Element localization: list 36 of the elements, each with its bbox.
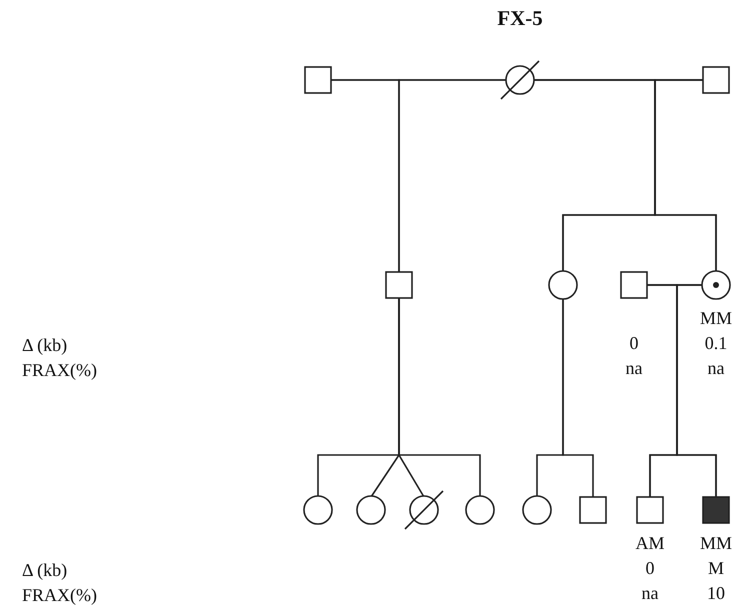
deceased-female-symbol [499,59,541,101]
row-label: FRAX(%) [22,360,97,380]
female-symbol [522,495,552,525]
carrier-female-symbol [701,270,731,300]
female-symbol [303,495,333,525]
row-label: Δ (kb) [22,560,68,580]
deceased-female-symbol [403,489,445,531]
female-symbol [548,270,578,300]
descent-line [562,299,594,497]
male-symbol [620,271,648,299]
pedigree-title: FX-5 [497,8,543,28]
test-result-text: 0 [630,333,638,353]
male-symbol [385,271,413,299]
test-result-text: 10 [707,583,725,603]
male-symbol [579,496,607,524]
test-result-text: 0 [646,558,654,578]
descent-line [676,284,717,497]
test-result-text: AM [636,533,664,553]
test-result-text: MM [700,533,732,553]
male-symbol [702,66,730,94]
affected-male-symbol [702,496,730,524]
test-result-text: na [708,358,724,378]
descent-line [398,79,506,272]
row-label: FRAX(%) [22,585,97,605]
descent-line [654,79,717,271]
test-result-text: na [626,358,642,378]
male-symbol [304,66,332,94]
descent-line [398,298,481,496]
female-symbol [356,495,386,525]
test-result-text: na [642,583,658,603]
female-symbol [465,495,495,525]
male-symbol [636,496,664,524]
test-result-text: MM [700,308,732,328]
row-label: Δ (kb) [22,335,68,355]
test-result-text: M [708,558,724,578]
test-result-text: 0.1 [704,333,728,353]
